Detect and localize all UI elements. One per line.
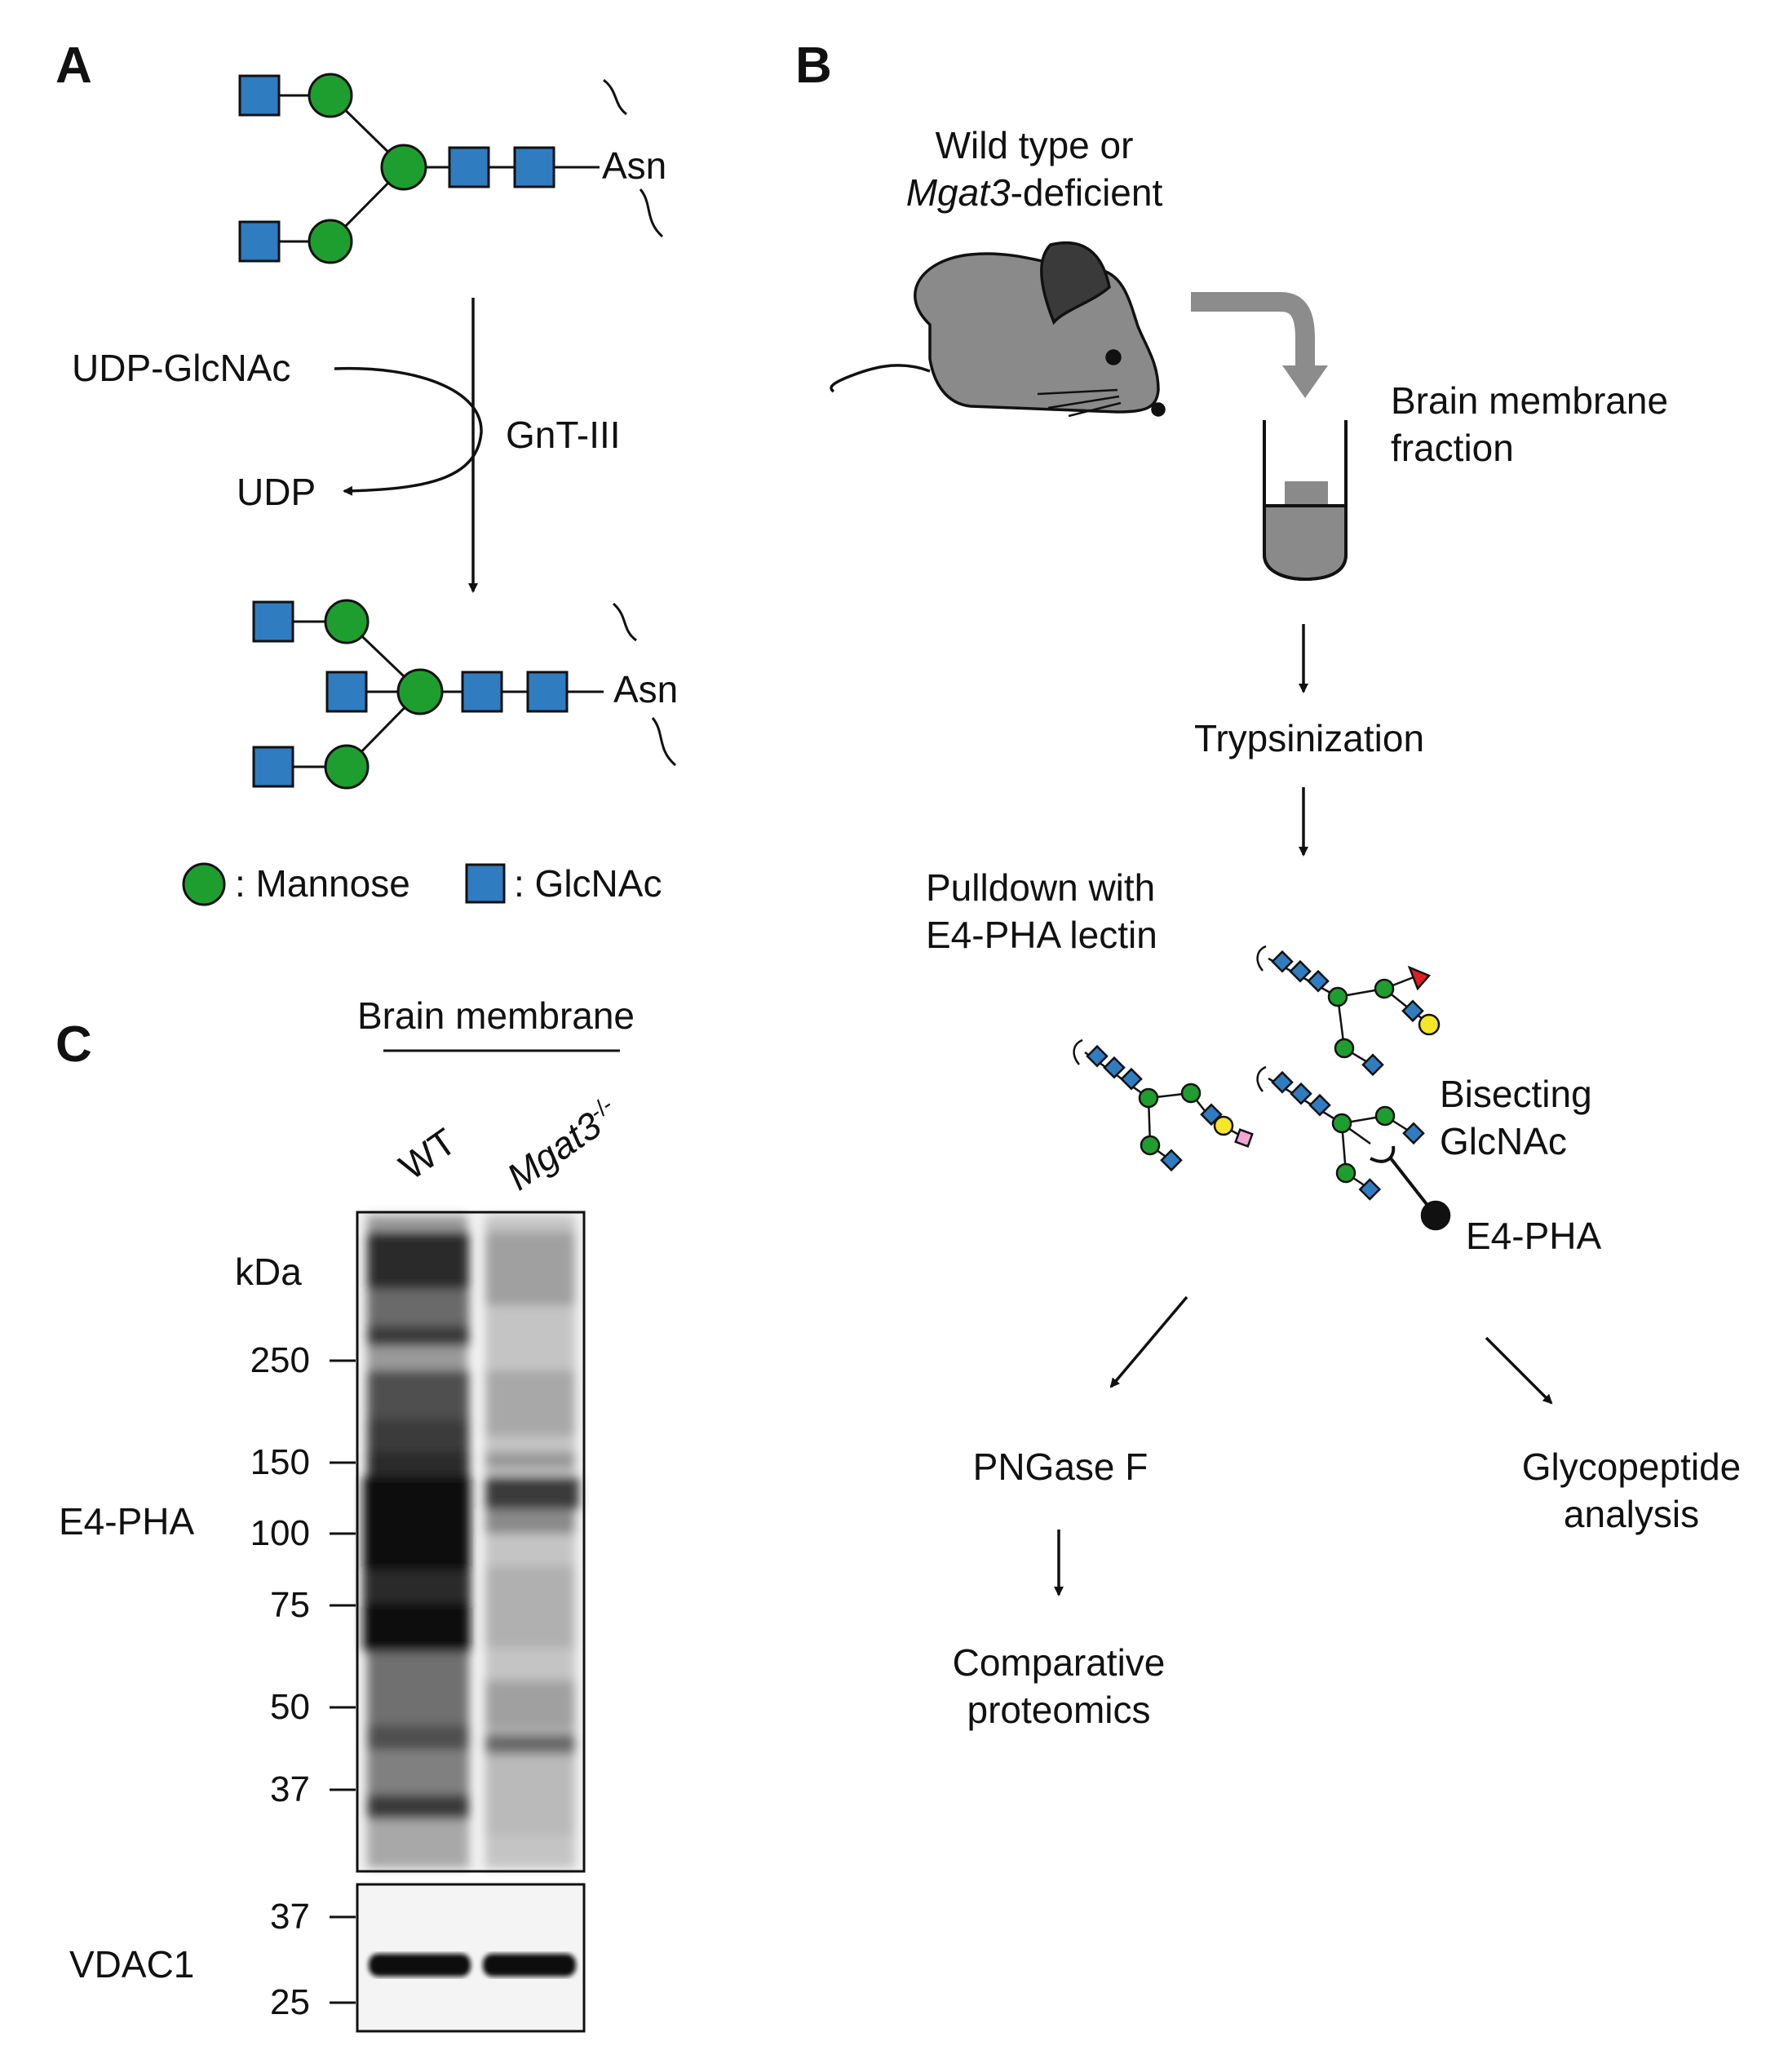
- tick-vdac-25: 25: [270, 1982, 310, 2022]
- tick-50: 50: [270, 1687, 310, 1727]
- comparative-label-line2: proteomics: [967, 1689, 1151, 1731]
- blot-e4pha-label: E4-PHA: [59, 1500, 195, 1543]
- blot-vdac1: [356, 1883, 586, 2033]
- panel-a-donor-label: UDP-GlcNAc: [72, 347, 291, 389]
- legend-glcnac-label: : GlcNAc: [514, 862, 662, 905]
- panel-b-gray-arrow: [1191, 292, 1315, 371]
- bisecting-label-line2: GlcNAc: [1440, 1120, 1567, 1162]
- panel-a-top-asn: Asn: [602, 144, 667, 187]
- panel-b-mouse: [830, 241, 1166, 418]
- comparative-label-line1: Comparative: [952, 1641, 1166, 1684]
- panel-a-enzyme-label: GnT-III: [506, 414, 621, 456]
- panel-a-letter: A: [55, 38, 92, 94]
- panel-a-reaction-arrow: [334, 298, 483, 593]
- glycopeptide-label-line2: analysis: [1563, 1493, 1700, 1535]
- tick-150: 150: [250, 1442, 310, 1482]
- mouse-label-line1: Wild type or: [935, 124, 1134, 166]
- mouse-label-line2: Mgat3-deficient: [906, 174, 1163, 211]
- mouse-label-suffix: -deficient: [1010, 171, 1163, 214]
- pulldown-label-line1: Pulldown with: [926, 866, 1156, 909]
- panel-a-top-glycan: [238, 73, 664, 264]
- kda-label: kDa: [235, 1251, 302, 1293]
- panel-b-glycopeptide-bisecting: [1256, 1065, 1451, 1231]
- panel-a-product-label: UDP: [237, 471, 316, 513]
- tick-75: 75: [270, 1585, 310, 1625]
- bisecting-label-line1: Bisecting: [1440, 1073, 1592, 1115]
- panel-a-legend-symbols: [182, 862, 506, 906]
- tick-37: 37: [270, 1769, 310, 1809]
- panel-b-glycopeptide-left: [1073, 1038, 1254, 1172]
- step-trypsinization: Trypsinization: [1193, 717, 1425, 759]
- panel-b-letter: B: [795, 38, 832, 94]
- fraction-label-line2: fraction: [1391, 427, 1514, 469]
- tick-vdac-37: 37: [270, 1897, 310, 1937]
- mgat3-gene: Mgat3: [905, 171, 1011, 214]
- panel-c-header: Brain membrane: [356, 994, 635, 1037]
- panel-a-bottom-asn: Asn: [613, 668, 679, 711]
- glycopeptide-label-line1: Glycopeptide: [1521, 1446, 1742, 1488]
- pngase-label: PNGase F: [972, 1446, 1148, 1488]
- pulldown-label-line2: E4-PHA lectin: [926, 914, 1157, 956]
- blot-vdac1-label: VDAC1: [69, 1943, 195, 1986]
- panel-b-glycopeptide-upper: [1256, 945, 1441, 1077]
- panel-b-tube: [1263, 420, 1348, 582]
- legend-mannose-label: : Mannose: [235, 862, 410, 905]
- panel-a-bottom-glycan: [252, 599, 677, 790]
- blot-e4pha-ticks: [330, 1359, 356, 1791]
- blot-vdac1-ticks: [330, 1915, 356, 2004]
- panel-b-flow-arrows: [1054, 624, 1553, 1596]
- panel-c-letter: C: [55, 1016, 92, 1073]
- tick-100: 100: [250, 1513, 310, 1553]
- blot-e4pha: [356, 1211, 586, 1873]
- tick-250: 250: [250, 1340, 310, 1380]
- fraction-label-line1: Brain membrane: [1391, 379, 1669, 422]
- e4pha-lectin-label: E4-PHA: [1466, 1215, 1602, 1257]
